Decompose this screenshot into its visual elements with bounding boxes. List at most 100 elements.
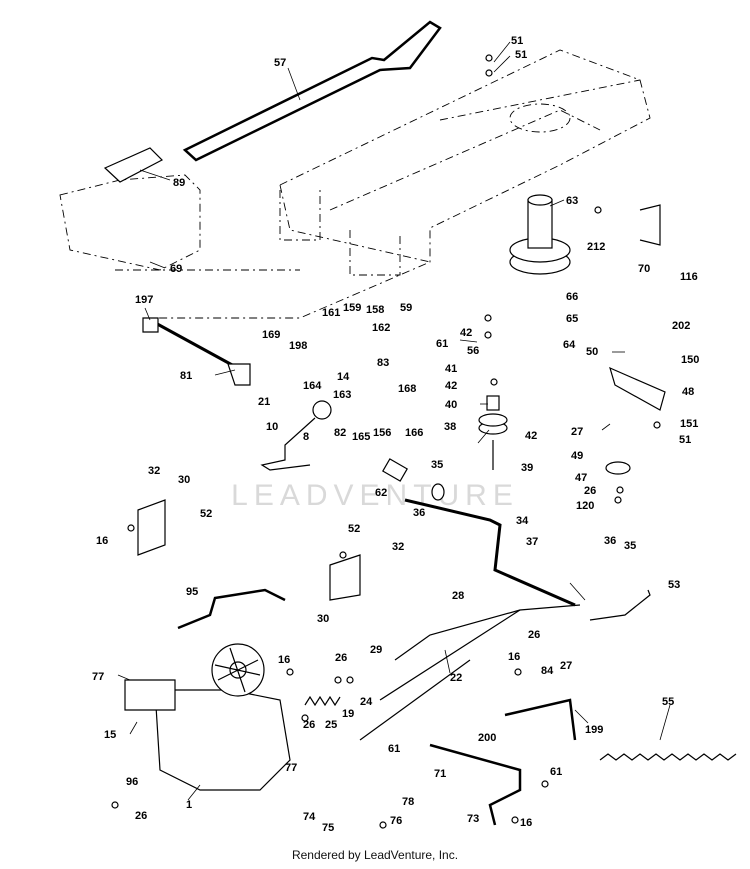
- callout-51: 51: [515, 49, 527, 61]
- callout-200: 200: [478, 732, 496, 744]
- retainer-clip: [639, 204, 661, 246]
- callout-169: 169: [262, 329, 280, 341]
- callout-32: 32: [148, 465, 160, 477]
- callout-150: 150: [681, 354, 699, 366]
- callout-35: 35: [624, 540, 636, 552]
- callout-59: 59: [400, 302, 412, 314]
- callout-159: 159: [343, 302, 361, 314]
- callout-70: 70: [638, 263, 650, 275]
- bracket-71: [429, 743, 522, 826]
- callout-61: 61: [388, 743, 400, 755]
- callout-39: 39: [521, 462, 533, 474]
- callout-27: 27: [560, 660, 572, 672]
- callout-73: 73: [467, 813, 479, 825]
- callout-75: 75: [322, 822, 334, 834]
- callout-199: 199: [585, 724, 603, 736]
- callout-37: 37: [526, 536, 538, 548]
- callout-29: 29: [370, 644, 382, 656]
- callout-62: 62: [375, 487, 387, 499]
- callout-163: 163: [333, 389, 351, 401]
- callout-81: 81: [180, 370, 192, 382]
- tractor-frame: [150, 49, 651, 319]
- callout-40: 40: [445, 399, 457, 411]
- callout-165: 165: [352, 431, 370, 443]
- footer-credit: Rendered by LeadVenture, Inc.: [291, 848, 459, 862]
- callout-52: 52: [348, 523, 360, 535]
- spring-long: [599, 753, 737, 761]
- callout-26: 26: [584, 485, 596, 497]
- callout-84: 84: [541, 665, 554, 677]
- callout-63: 63: [566, 195, 578, 207]
- callout-47: 47: [575, 472, 587, 484]
- bracket-left: [137, 499, 166, 556]
- callout-202: 202: [672, 320, 690, 332]
- callout-48: 48: [682, 386, 694, 398]
- callout-57: 57: [274, 57, 286, 69]
- idler-pulley-stack: [478, 194, 571, 470]
- callout-38: 38: [444, 421, 456, 433]
- callout-116: 116: [680, 271, 698, 283]
- callout-61: 61: [550, 766, 562, 778]
- callout-35: 35: [431, 459, 443, 471]
- hood-bracket: [59, 147, 300, 271]
- callout-49: 49: [571, 450, 583, 462]
- callout-42: 42: [460, 327, 472, 339]
- callout-198: 198: [289, 340, 307, 352]
- callout-36: 36: [604, 535, 616, 547]
- brake-arm: [504, 698, 577, 741]
- callout-162: 162: [372, 322, 390, 334]
- callout-16: 16: [508, 651, 520, 663]
- callout-164: 164: [303, 380, 322, 392]
- linkage-rod: [589, 589, 651, 621]
- callout-89: 89: [173, 177, 185, 189]
- callout-41: 41: [445, 363, 457, 375]
- callout-77: 77: [285, 762, 297, 774]
- fastener-marks: [111, 54, 661, 829]
- callout-8: 8: [303, 431, 309, 443]
- idler-bracket: [609, 366, 666, 411]
- callout-50: 50: [586, 346, 598, 358]
- callout-16: 16: [278, 654, 290, 666]
- callout-34: 34: [516, 515, 529, 527]
- shift-lever: [260, 400, 332, 471]
- callout-26: 26: [135, 810, 147, 822]
- callout-156: 156: [373, 427, 391, 439]
- callout-82: 82: [334, 427, 346, 439]
- callout-22: 22: [450, 672, 462, 684]
- callout-77: 77: [92, 671, 104, 683]
- callout-27: 27: [571, 426, 583, 438]
- callout-30: 30: [178, 474, 190, 486]
- callout-120: 120: [576, 500, 594, 512]
- callout-14: 14: [337, 371, 350, 383]
- callout-53: 53: [668, 579, 680, 591]
- callout-25: 25: [325, 719, 337, 731]
- callout-15: 15: [104, 729, 116, 741]
- leader-lines: [117, 41, 671, 801]
- callout-26: 26: [303, 719, 315, 731]
- idler-pulley: [605, 461, 631, 475]
- callout-52: 52: [200, 508, 212, 520]
- callout-212: 212: [587, 241, 605, 253]
- callout-66: 66: [566, 291, 578, 303]
- callout-158: 158: [366, 304, 384, 316]
- shift-shaft: [142, 317, 251, 386]
- callout-24: 24: [360, 696, 373, 708]
- callout-56: 56: [467, 345, 479, 357]
- callout-64: 64: [563, 339, 576, 351]
- transaxle: [124, 643, 291, 791]
- callout-labels: 57 51 51 89 63 212 70 116 69 197 59 66 1…: [92, 35, 699, 834]
- callout-96: 96: [126, 776, 138, 788]
- callout-36: 36: [413, 507, 425, 519]
- callout-32: 32: [392, 541, 404, 553]
- callout-151: 151: [680, 418, 698, 430]
- callout-26: 26: [528, 629, 540, 641]
- pedal-rod: [177, 588, 286, 630]
- callout-21: 21: [258, 396, 270, 408]
- callout-71: 71: [434, 768, 446, 780]
- spring-short: [304, 695, 341, 707]
- callout-76: 76: [390, 815, 402, 827]
- watermark: LEADVENTURE: [231, 479, 519, 512]
- brake-rod: [359, 604, 581, 741]
- callout-1: 1: [186, 799, 192, 811]
